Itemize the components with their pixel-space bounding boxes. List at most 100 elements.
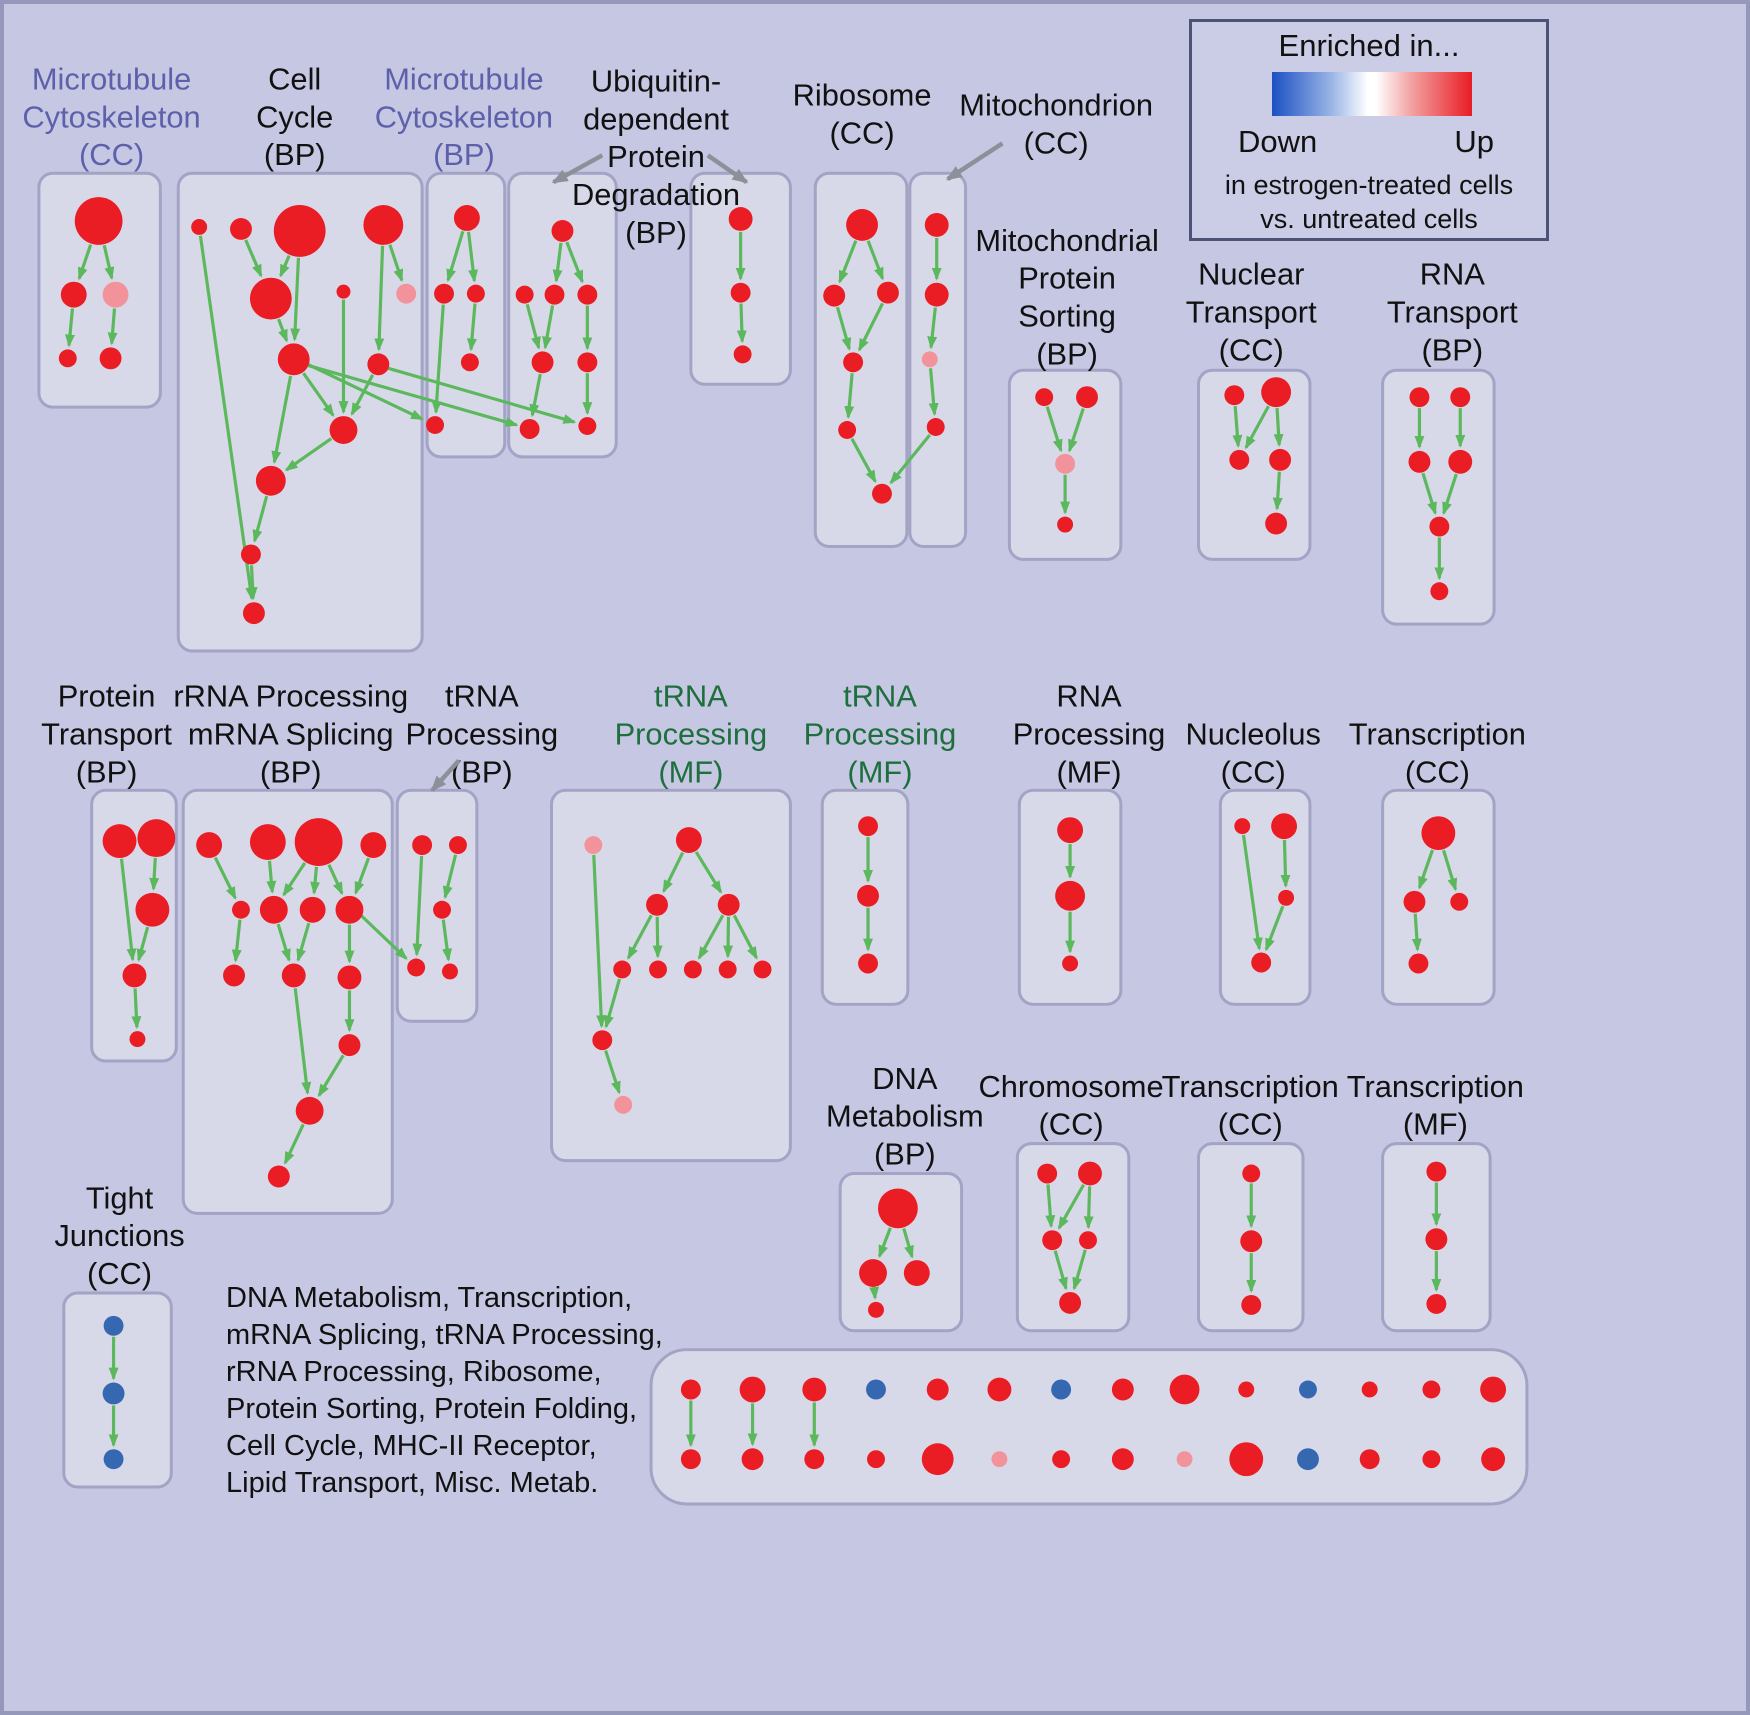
go-term-node-red bbox=[223, 964, 245, 987]
go-term-node-red bbox=[1057, 516, 1074, 533]
go-term-node-red bbox=[337, 965, 362, 990]
network-edge bbox=[1241, 834, 1263, 951]
network-edge bbox=[525, 303, 541, 350]
network-edge bbox=[296, 922, 311, 963]
go-term-node-blue bbox=[866, 1379, 886, 1400]
go-term-node-red bbox=[453, 205, 480, 231]
cross-cluster-edge bbox=[307, 363, 519, 427]
cross-cluster-edge bbox=[889, 433, 931, 485]
network-edge bbox=[65, 308, 75, 348]
go-term-node-red bbox=[242, 602, 265, 625]
network-edge bbox=[1072, 1249, 1087, 1291]
go-term-node-red bbox=[577, 284, 598, 305]
network-edge bbox=[412, 855, 424, 957]
go-term-node-red bbox=[868, 1301, 884, 1318]
network-edge bbox=[1057, 1183, 1085, 1230]
network-edge bbox=[282, 861, 307, 897]
go-term-node-red bbox=[277, 343, 310, 376]
go-term-node-red bbox=[1055, 880, 1086, 911]
go-term-node-red bbox=[1037, 1163, 1058, 1184]
cluster-label-ribosome-cc: Ribosome(CC) bbox=[793, 78, 932, 151]
go-term-node-red bbox=[680, 1379, 701, 1400]
network-edge bbox=[277, 318, 289, 343]
go-term-node-red bbox=[753, 960, 772, 979]
network-edge bbox=[652, 916, 663, 959]
go-term-node-red bbox=[859, 1259, 887, 1287]
go-term-node-red bbox=[1426, 1161, 1447, 1182]
network-edge bbox=[723, 916, 734, 959]
go-term-node-red bbox=[649, 960, 667, 979]
network-edge bbox=[1244, 405, 1270, 450]
go-term-node-red bbox=[267, 1165, 290, 1188]
go-term-node-red bbox=[531, 351, 554, 374]
legend-subtitle-line2: vs. untreated cells bbox=[1260, 204, 1478, 234]
go-term-node-red bbox=[255, 465, 286, 496]
go-term-node-red bbox=[578, 417, 597, 435]
go-term-node-red bbox=[1078, 1161, 1102, 1186]
network-edge bbox=[1442, 849, 1458, 892]
go-term-node-red bbox=[433, 900, 451, 919]
network-edge bbox=[927, 307, 938, 350]
network-edge bbox=[1421, 472, 1437, 516]
network-edge bbox=[266, 860, 277, 894]
note-line-4: Protein Sorting, Protein Folding, bbox=[226, 1393, 638, 1425]
note-line-2: mRNA Splicing, tRNA Processing, bbox=[226, 1319, 663, 1351]
network-edge bbox=[302, 372, 335, 417]
go-term-node-red bbox=[1450, 387, 1471, 408]
network-edge bbox=[213, 856, 237, 900]
go-term-node-red bbox=[680, 1449, 701, 1470]
network-edge bbox=[604, 978, 622, 1029]
go-term-node-red bbox=[442, 963, 458, 980]
go-term-node-pink bbox=[614, 1095, 633, 1114]
network-edge bbox=[1280, 840, 1291, 888]
go-term-node-red bbox=[1265, 512, 1288, 535]
network-edge bbox=[102, 244, 115, 281]
note-line-1: DNA Metabolism, Transcription, bbox=[226, 1282, 633, 1314]
go-term-node-red bbox=[240, 544, 261, 565]
network-edge bbox=[844, 373, 855, 420]
go-term-node-red bbox=[196, 832, 223, 858]
go-term-node-red bbox=[230, 217, 252, 240]
network-edge bbox=[466, 231, 479, 283]
go-term-node-red bbox=[1111, 1448, 1134, 1471]
go-term-node-blue bbox=[1299, 1380, 1317, 1399]
go-term-node-red bbox=[858, 816, 878, 837]
misc-clusters-note: DNA Metabolism, Transcription, mRNA Spli… bbox=[226, 1280, 663, 1502]
legend-down-label: Down bbox=[1238, 124, 1318, 159]
go-term-node-red bbox=[592, 1030, 613, 1051]
network-edge bbox=[592, 854, 607, 1029]
network-edge bbox=[247, 565, 258, 601]
network-edge bbox=[388, 244, 404, 283]
network-edge bbox=[310, 866, 321, 895]
cluster-label-chromosome-cc: Chromosome(CC) bbox=[979, 1069, 1164, 1142]
label-pointer-arrow bbox=[430, 758, 461, 792]
network-edge bbox=[244, 239, 263, 278]
network-edge bbox=[529, 373, 542, 418]
go-term-node-pink bbox=[921, 351, 938, 368]
network-edge bbox=[552, 242, 563, 283]
cluster-label-transcription-mf: Transcription(MF) bbox=[1347, 1069, 1524, 1142]
network-edge bbox=[1083, 1186, 1094, 1230]
network-edge bbox=[662, 851, 685, 894]
go-term-node-red bbox=[232, 900, 250, 919]
network-edge bbox=[1045, 406, 1063, 453]
go-term-node-red bbox=[926, 1378, 949, 1401]
network-edge bbox=[928, 368, 939, 417]
go-term-node-red bbox=[728, 207, 753, 231]
go-term-node-red bbox=[924, 213, 949, 237]
cross-cluster-edge bbox=[387, 366, 577, 424]
go-term-node-red bbox=[683, 960, 702, 979]
go-term-node-blue bbox=[103, 1449, 124, 1470]
go-term-node-red bbox=[1448, 449, 1473, 474]
legend-gradient-bar bbox=[1272, 72, 1472, 116]
cluster-box-transcription-cc-1 bbox=[1381, 788, 1496, 1006]
go-term-node-red bbox=[336, 284, 351, 299]
network-edge bbox=[604, 1050, 621, 1095]
network-edge bbox=[866, 240, 885, 281]
